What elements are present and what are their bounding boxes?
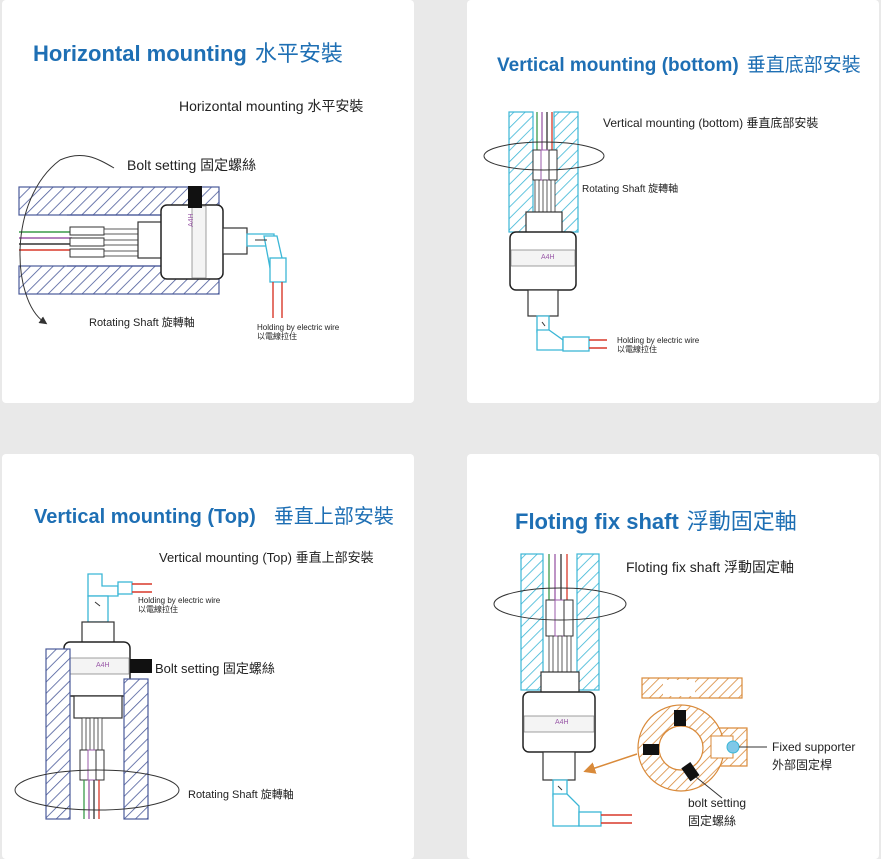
shaft-left-wall	[520, 553, 544, 691]
title-en: Vertical mounting (Top)	[34, 506, 256, 528]
wire-label-en: Holding by electric wire	[138, 596, 221, 605]
title-en: Horizontal mounting	[33, 41, 247, 66]
title-en: Vertical mounting (bottom)	[497, 55, 739, 76]
rotation-ellipse	[493, 587, 627, 621]
ring-mark: A4H	[188, 213, 195, 227]
rotating-shaft-label: Rotating Shaft 旋轉軸	[188, 789, 294, 801]
wire-label-cn: 以電線拉住	[257, 332, 297, 341]
bolt	[188, 186, 202, 208]
bolt-setting-label-en: bolt setting	[688, 796, 747, 810]
rotation-ellipse	[483, 141, 605, 171]
horizontal-diagram	[18, 155, 287, 325]
wire-label-en: Holding by electric wire	[257, 323, 340, 332]
rotation-arrow	[19, 159, 61, 325]
panel-subtitle: Vertical mounting (Top) 垂直上部安裝	[159, 550, 374, 565]
panel-subtitle: Vertical mounting (bottom) 垂直底部安裝	[603, 116, 819, 130]
panel-vertical-mounting-top: Vertical mounting (Top) 垂直上部安裝 Vertical m…	[2, 454, 414, 859]
panel-title: Horizontal mounting 水平安裝	[33, 36, 343, 68]
bolt	[130, 659, 152, 673]
panel-horizontal-mounting: Horizontal mounting 水平安裝 Horizontal mount…	[2, 0, 414, 403]
supporter-label-cn: 外部固定桿	[772, 758, 833, 772]
rotor-wires	[536, 112, 553, 152]
panel-title: Floting fix shaft 浮動固定軸	[515, 504, 797, 536]
panel-title: Vertical mounting (bottom) 垂直底部安裝	[497, 50, 861, 77]
panel-title: Vertical mounting (Top) 垂直上部安裝	[34, 500, 394, 529]
title-cn: 垂直上部安裝	[273, 506, 394, 528]
shaft-left-wall	[45, 648, 71, 820]
bolt-setting-label-cn: 固定螺絲	[688, 814, 737, 828]
wire-label-cn: 以電線拉住	[138, 605, 178, 614]
bolt-setting-label: Bolt setting 固定螺絲	[155, 661, 275, 676]
rotating-shaft-label: Rotating Shaft 旋轉軸	[89, 317, 195, 329]
panel-subtitle: Horizontal mounting 水平安裝	[179, 98, 364, 114]
title-cn: 垂直底部安裝	[746, 55, 861, 76]
ring-mark: A4H	[555, 719, 569, 726]
rotor-wires	[83, 780, 100, 819]
wire-label-en: Holding by electric wire	[617, 336, 700, 345]
rotation-ellipse	[14, 769, 180, 811]
rotating-shaft-label: Rotating Shaft 旋轉軸	[582, 184, 679, 195]
title-cn: 水平安裝	[254, 41, 343, 66]
shaft-right-wall	[576, 553, 600, 691]
fixed-supporter-pin	[726, 740, 740, 754]
ring-mark: A4H	[96, 662, 110, 669]
ring-mark: A4H	[541, 254, 555, 261]
bolt-leader	[695, 776, 723, 799]
rotor-wires	[548, 554, 568, 600]
title-cn: 浮動固定軸	[686, 509, 797, 534]
rotor-wires	[19, 231, 72, 251]
panel-vertical-mounting-bottom: Vertical mounting (bottom) 垂直底部安裝 Vertica…	[467, 0, 879, 403]
vertical-top-diagram	[14, 573, 180, 820]
wire-label-cn: 以電線拉住	[617, 345, 657, 354]
panel-floating-fix-shaft: Floting fix shaft 浮動固定軸 Floting fix shaft…	[467, 454, 879, 859]
mount-arrow	[583, 753, 638, 774]
supporter-label-en: Fixed supporter	[772, 740, 856, 754]
shaft-right-wall	[123, 678, 149, 820]
title-en: Floting fix shaft	[515, 509, 679, 534]
panel-subtitle: Floting fix shaft 浮動固定軸	[626, 559, 795, 575]
vertical-bottom-diagram	[483, 111, 607, 352]
floating-diagram	[493, 553, 767, 827]
bolt-setting-label: Bolt setting 固定螺絲	[127, 157, 257, 173]
